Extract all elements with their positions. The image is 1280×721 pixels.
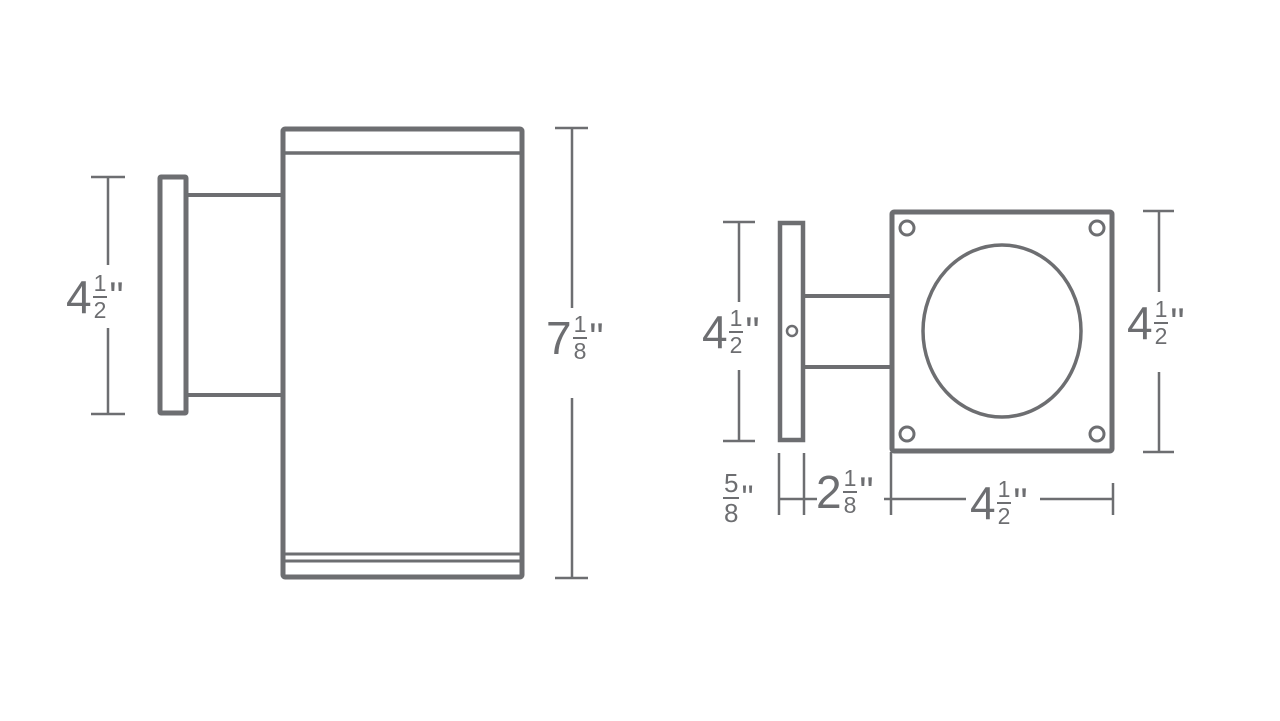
bottom-dimension-lines: [777, 452, 1115, 515]
top-arm: [803, 294, 891, 369]
top-backplate-dimension-line: [723, 220, 755, 443]
top-square-head: [889, 209, 1115, 454]
side-arm: [186, 193, 283, 397]
corner-hole-tr: [1088, 219, 1106, 237]
lens-circle: [921, 243, 1083, 419]
corner-hole-tl: [898, 219, 916, 237]
side-backplate-dimension-line: [91, 175, 125, 416]
corner-hole-br: [1088, 425, 1106, 443]
top-view: [723, 209, 1174, 515]
side-backplate: [157, 174, 189, 416]
top-backplate: [777, 220, 806, 443]
top-head-height-dimension-line: [1143, 209, 1174, 454]
backplate-screw-hole: [785, 324, 799, 338]
side-view: [91, 126, 588, 580]
corner-hole-bl: [898, 425, 916, 443]
side-cylinder-body: [280, 126, 525, 580]
side-height-dimension-line: [555, 126, 588, 580]
